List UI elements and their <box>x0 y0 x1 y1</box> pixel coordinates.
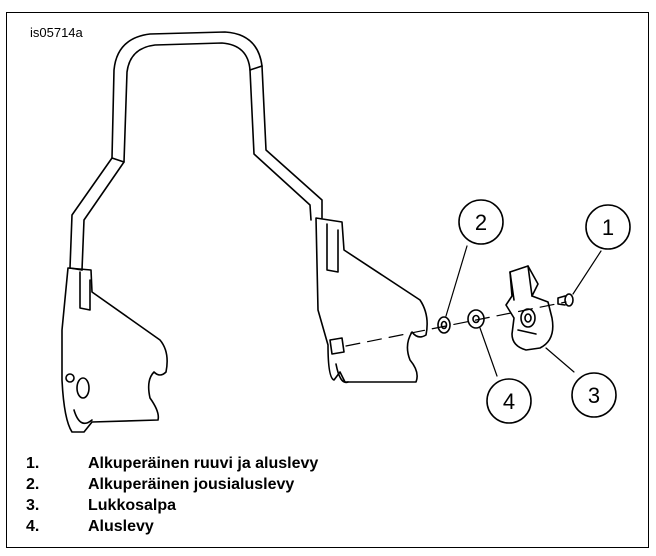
svg-text:3: 3 <box>588 383 600 408</box>
svg-text:2: 2 <box>475 210 487 235</box>
washer <box>467 309 485 329</box>
callout-4: 4 <box>486 378 532 424</box>
legend-number: 3. <box>26 497 40 514</box>
callout-2: 2 <box>458 199 504 245</box>
legend-text: Alkuperäinen ruuvi ja aluslevy <box>88 455 319 472</box>
backrest-bar <box>69 31 323 271</box>
legend-text: Lukkosalpa <box>88 497 177 514</box>
spring-washer <box>437 316 451 334</box>
legend-text: Aluslevy <box>88 518 154 535</box>
callout-leaders <box>445 245 602 377</box>
svg-text:1: 1 <box>602 215 614 240</box>
callout-3: 3 <box>571 372 617 418</box>
latch <box>505 265 554 351</box>
legend-number: 4. <box>26 518 40 535</box>
legend-number: 1. <box>26 455 40 472</box>
legend-text: Alkuperäinen jousialuslevy <box>88 476 295 493</box>
art-id-label: is05714a <box>30 25 83 40</box>
screw <box>557 293 574 307</box>
svg-text:4: 4 <box>503 389 515 414</box>
legend-number: 2. <box>26 476 40 493</box>
left-side-plate <box>61 267 168 433</box>
right-side-plate <box>315 217 428 384</box>
callout-1: 1 <box>585 204 631 250</box>
